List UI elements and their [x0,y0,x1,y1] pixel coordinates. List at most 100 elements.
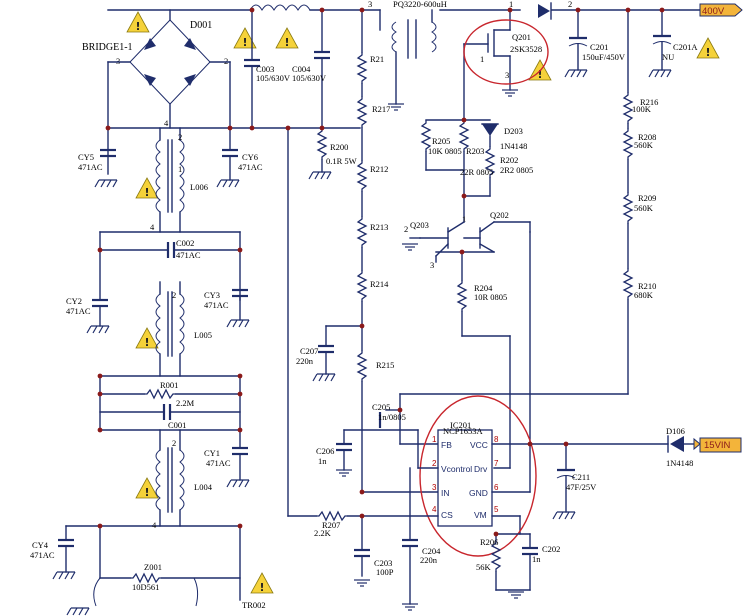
svg-text:R215: R215 [376,360,394,370]
svg-text:CY6: CY6 [242,152,258,162]
svg-text:680K: 680K [634,290,654,300]
warning-icon [135,477,159,500]
svg-text:105/630V: 105/630V [256,73,291,83]
svg-text:C202: C202 [542,544,560,554]
svg-text:105/630V: 105/630V [292,73,327,83]
junction-dots [97,7,665,537]
svg-text:TR002: TR002 [242,600,266,610]
net-label-400v: 400V [702,6,725,17]
svg-text:560K: 560K [634,203,654,213]
svg-text:R217: R217 [372,104,390,114]
capacitor-c201a: C201A NU [648,9,698,78]
svg-text:C211: C211 [572,472,590,482]
svg-text:IC201: IC201 [450,420,471,430]
net-flag-icon [699,3,743,17]
svg-text:1n: 1n [318,456,327,466]
warning-icon [250,572,274,595]
svg-text:1N4148: 1N4148 [666,458,693,468]
svg-text:R203: R203 [466,146,484,156]
pfc-choke-label: PQ3220-600uH [393,0,447,9]
svg-text:R205: R205 [432,136,450,146]
svg-text:R204: R204 [474,283,493,293]
svg-text:471AC: 471AC [204,300,229,310]
svg-text:R200: R200 [330,142,348,152]
warning-icon [135,327,159,350]
emi-filter: CY5 471AC CY6 471AC L006 2 1 4 C002 471A… [30,127,266,616]
svg-text:C004: C004 [292,64,311,74]
pin-mark: 1 [462,214,466,224]
bridge-name: BRIDGE1-1 [82,42,133,53]
svg-text:7: 7 [494,459,499,468]
svg-text:L006: L006 [190,182,208,192]
svg-text:R212: R212 [370,164,388,174]
svg-text:150uF/450V: 150uF/450V [582,52,626,62]
svg-text:R216: R216 [640,97,658,107]
svg-text:CY3: CY3 [204,290,220,300]
pin-mark: 1 [178,164,182,174]
bridge-ref: D001 [190,20,212,31]
svg-text:4: 4 [432,505,437,514]
pin-mark: 2 [172,438,176,448]
net-flag-icon [693,437,701,451]
svg-text:IN: IN [441,488,450,498]
svg-text:C206: C206 [316,446,334,456]
svg-text:3: 3 [432,483,437,492]
pin-mark: 4 [150,222,155,232]
pin-mark: 2 [172,290,176,300]
svg-text:FB: FB [441,440,452,450]
svg-text:Q203: Q203 [410,220,429,230]
svg-text:C003: C003 [256,64,274,74]
svg-text:C207: C207 [300,346,318,356]
pin-mark: 4 [152,520,157,530]
net-label-15vin: 15VIN [704,440,731,451]
ic-ncp1653a: IC201 NCP1653A 1 FB 2 Vcontrol 3 IN 4 CS… [419,395,669,557]
highlight-circle [463,19,549,85]
svg-text:CY4: CY4 [32,540,49,550]
svg-text:560K: 560K [634,140,654,150]
svg-text:5: 5 [494,505,499,514]
svg-text:CS: CS [441,510,453,520]
svg-text:NCP1653A: NCP1653A [443,426,484,436]
svg-text:CY5: CY5 [78,152,94,162]
capacitor-c201: C201 150uF/450V [564,9,626,78]
svg-text:C203: C203 [374,558,392,568]
bridge-rectifier: D001 BRIDGE1-1 3 2 4 [82,9,361,129]
resistor-r206: R206 56K C202 1n [476,533,560,599]
svg-text:0.1R 5W: 0.1R 5W [326,156,357,166]
svg-text:R206: R206 [480,537,498,547]
divider-chain: R21 R217 R212 R213 R214 R215 [357,9,439,493]
svg-text:L005: L005 [194,330,212,340]
capacitor-c206: C206 1n [316,429,439,477]
svg-text:C201: C201 [590,42,608,52]
svg-text:2.2K: 2.2K [314,528,332,538]
pin-mark: 1 [509,0,513,9]
svg-text:2.2M: 2.2M [176,398,195,408]
svg-text:VM: VM [474,510,487,520]
pfc-transformer [379,9,437,111]
svg-text:CY1: CY1 [204,448,220,458]
svg-text:Z001: Z001 [144,562,162,572]
svg-text:C002: C002 [176,238,194,248]
svg-text:R21: R21 [370,54,384,64]
svg-text:Drv: Drv [474,464,488,474]
svg-text:220n: 220n [420,555,438,565]
svg-text:1n/0805: 1n/0805 [378,412,406,422]
svg-text:471AC: 471AC [78,162,103,172]
svg-text:C204: C204 [422,546,441,556]
svg-text:56K: 56K [476,562,492,572]
output-divider: R216 100K R208 560K R209 560K R210 680K [399,9,658,445]
svg-text:L004: L004 [194,482,213,492]
svg-text:8: 8 [494,435,499,444]
svg-text:100P: 100P [376,567,394,577]
svg-text:GND: GND [469,488,488,498]
diode-icon [538,4,550,18]
svg-text:R213: R213 [370,222,388,232]
svg-text:R209: R209 [638,193,656,203]
warning-icon [135,177,159,200]
pin-mark: 3 [116,56,120,66]
highlight-circle [419,395,537,557]
svg-text:R001: R001 [160,380,178,390]
pin-mark: 3 [430,260,434,270]
capacitor-c207: C207 220n [296,325,363,382]
svg-text:2: 2 [432,459,437,468]
